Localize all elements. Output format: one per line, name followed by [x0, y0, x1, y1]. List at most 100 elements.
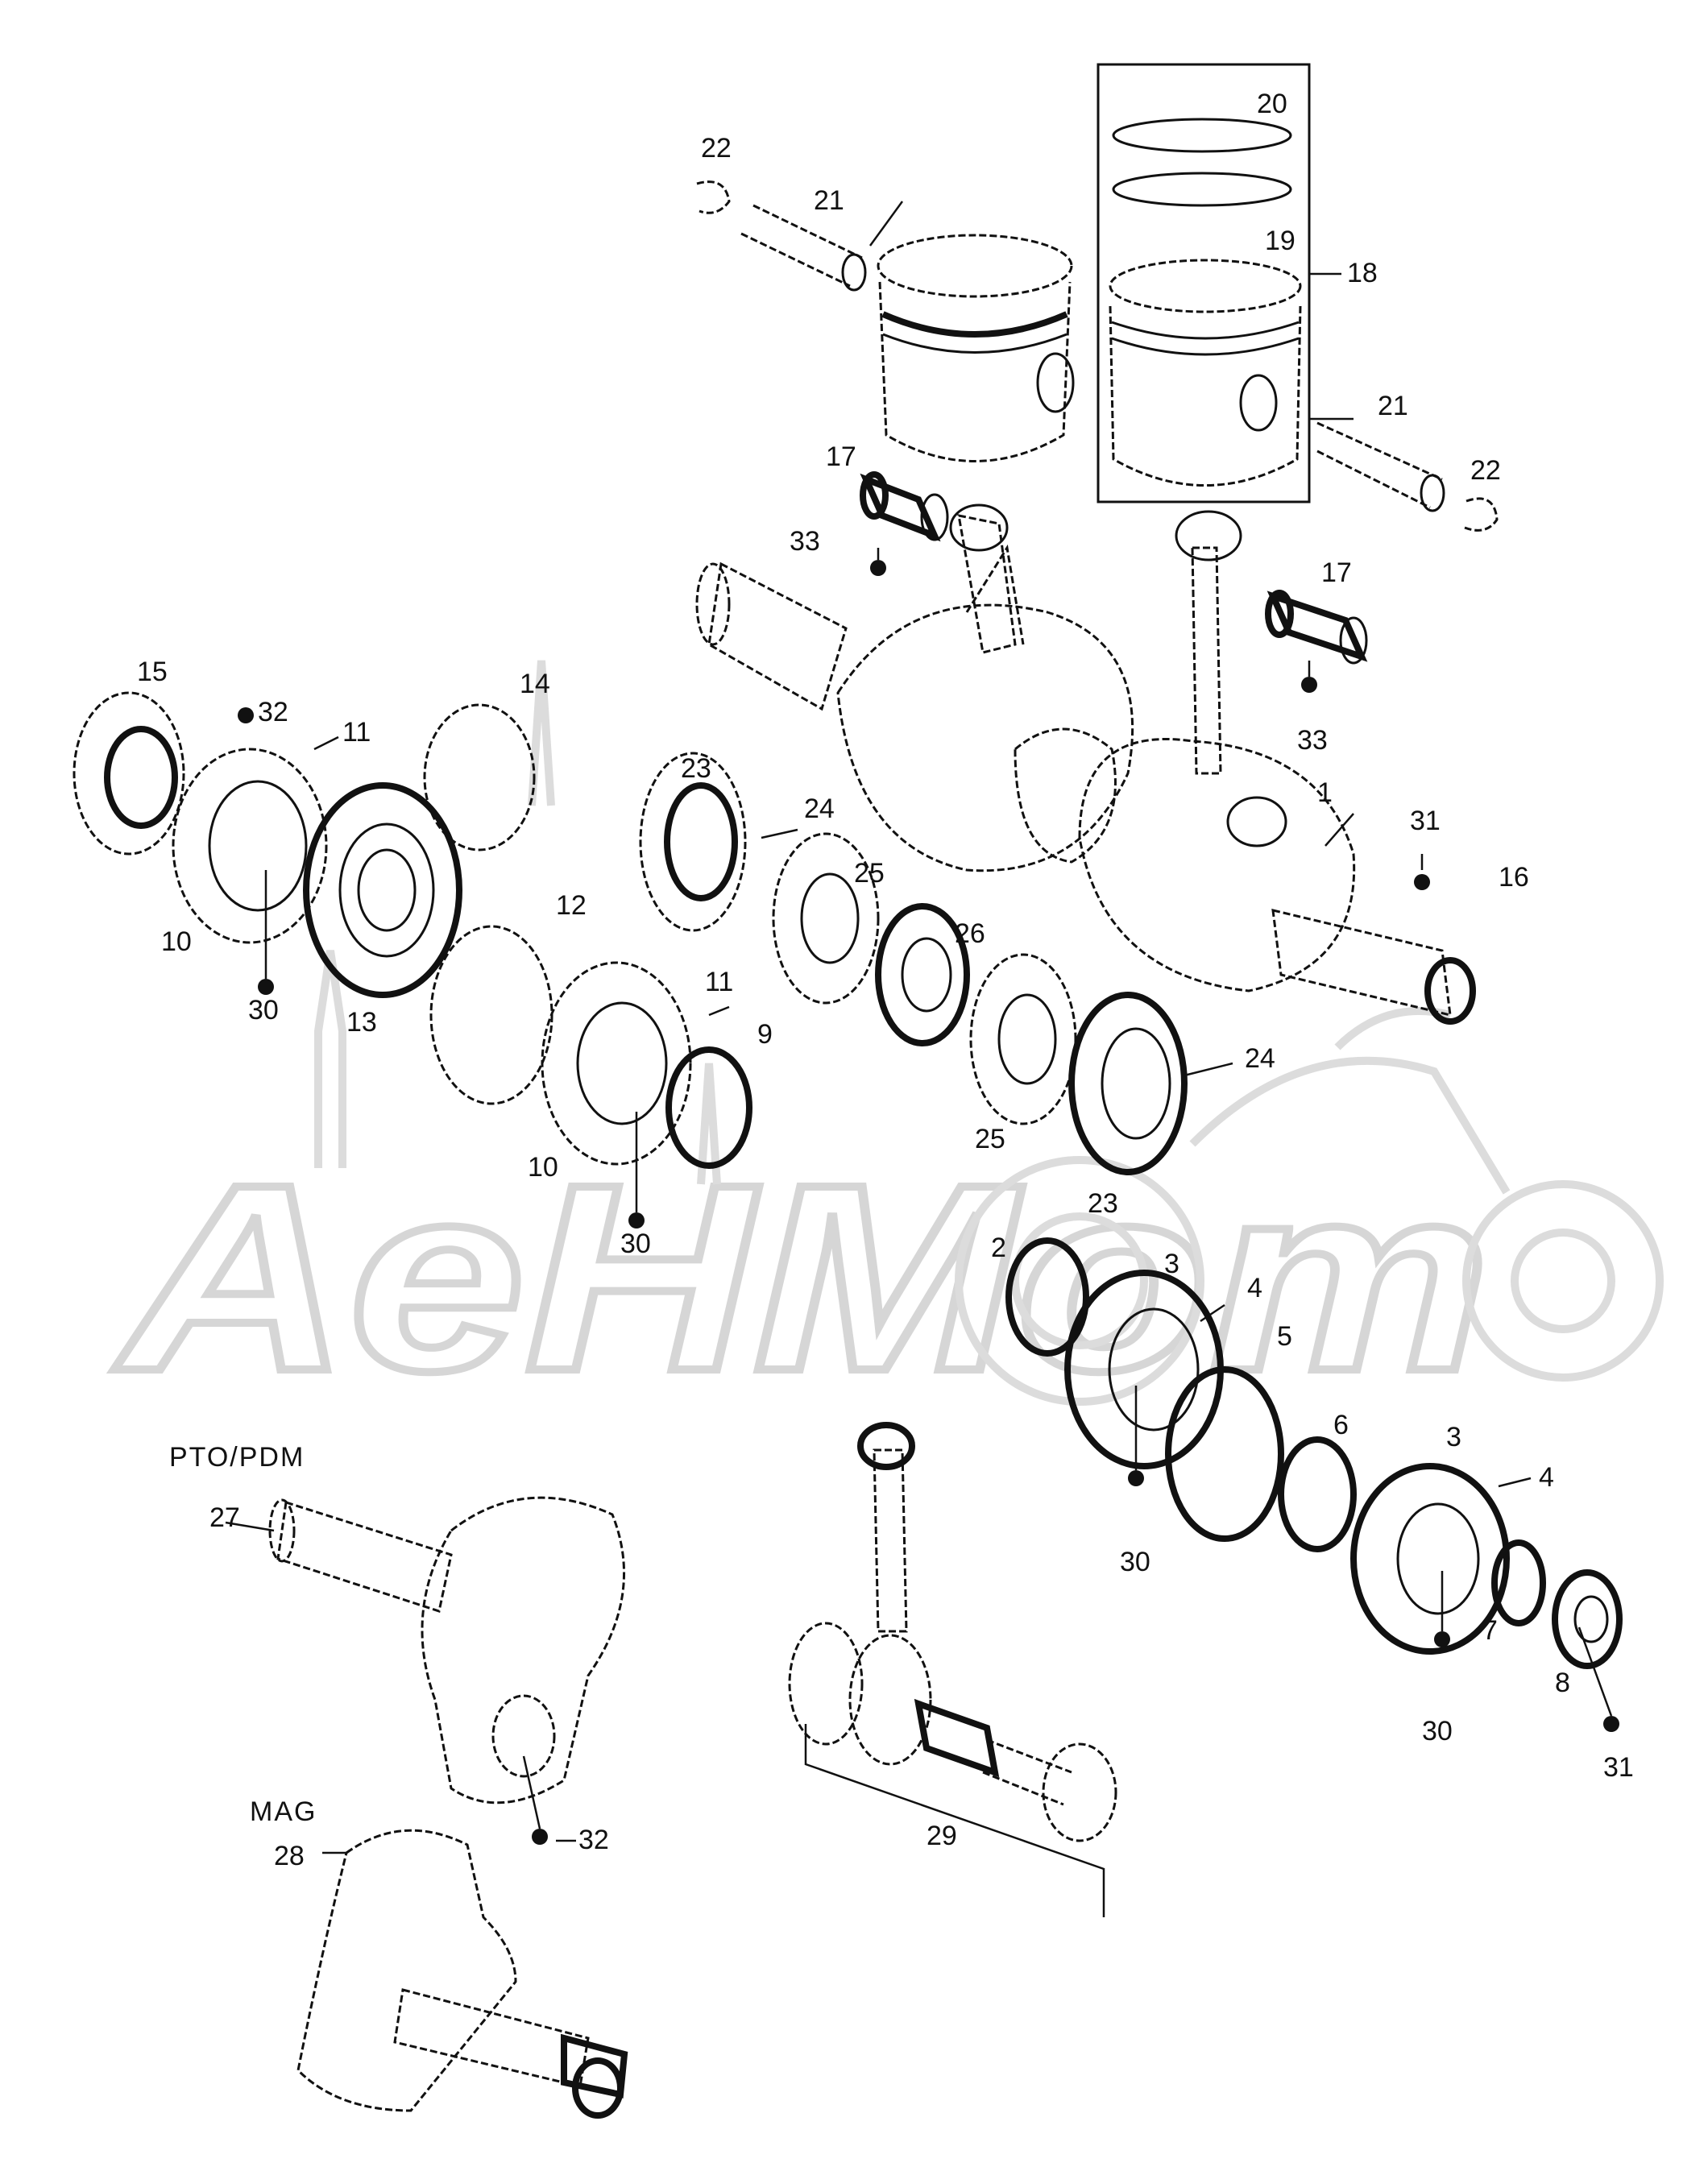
seal-6 [1278, 1436, 1357, 1552]
callout-20: 20 [1257, 89, 1287, 119]
piston-kit-box [1097, 63, 1311, 503]
needle-bearing-left [860, 471, 949, 542]
callout-8: 8 [1555, 1668, 1570, 1698]
nut-8 [1552, 1569, 1623, 1669]
piston-assembly-right [1097, 63, 1499, 532]
callout-18: 18 [1347, 258, 1378, 288]
callout-31-upper: 31 [1410, 806, 1441, 836]
piston-ring-upper [1112, 118, 1292, 153]
bearing-23-lower [1068, 992, 1188, 1175]
section-label-pto: PTO/PDM [169, 1442, 305, 1473]
callout-30-mid: 30 [620, 1229, 651, 1259]
mag-crank-half-28 [296, 1829, 628, 2119]
watermark-text: AeHMom [111, 1129, 1490, 1426]
callout-6: 6 [1333, 1410, 1349, 1440]
callout-13: 13 [346, 1007, 377, 1038]
callout-2: 2 [991, 1233, 1006, 1263]
fastener-dots [238, 560, 1619, 1845]
piston-ring-lower [1112, 172, 1292, 207]
callout-30-bottom: 30 [1422, 1716, 1453, 1746]
section-label-mag: MAG [250, 1796, 317, 1827]
callout-32-upper: 32 [258, 697, 288, 727]
callout-23-lower: 23 [1088, 1188, 1118, 1219]
callout-19: 19 [1265, 226, 1296, 256]
circlip-left [696, 180, 731, 214]
bearing-3-lower [1350, 1463, 1510, 1655]
callout-1: 1 [1317, 777, 1333, 808]
callout-14: 14 [520, 669, 550, 699]
seal-9 [665, 1046, 752, 1169]
callout-23-upper: 23 [681, 753, 711, 784]
crank-web-right [1078, 738, 1356, 992]
callout-30-upper: 30 [248, 995, 279, 1025]
needle-bearing-right [1265, 590, 1368, 665]
watermark-motorcycle-icon [955, 1007, 1664, 1406]
callout-3-lower: 3 [1446, 1422, 1461, 1452]
piston-top-left [877, 234, 1073, 298]
watermark: AeHMom [107, 660, 1664, 1430]
callout-22-right: 22 [1470, 455, 1501, 486]
callout-15: 15 [137, 657, 168, 687]
ring-25-upper [772, 832, 880, 1005]
ring-5 [1165, 1366, 1284, 1542]
callout-11-lower: 11 [705, 967, 733, 997]
callout-28: 28 [274, 1841, 305, 1871]
callout-30-lower: 30 [1120, 1547, 1150, 1577]
callout-27: 27 [209, 1502, 240, 1533]
callout-21-left: 21 [814, 185, 844, 216]
callout-24-upper: 24 [804, 793, 835, 824]
callout-4-upper: 4 [1247, 1273, 1262, 1303]
crank-web-left [836, 603, 1134, 872]
bearing-23-upper [639, 752, 747, 932]
callout-32-lower: 32 [578, 1825, 609, 1855]
callout-12: 12 [556, 890, 587, 921]
piston-assembly-left [696, 180, 1075, 462]
callout-10-lower: 10 [528, 1152, 558, 1183]
bearing-13 [303, 782, 462, 998]
callout-5: 5 [1277, 1321, 1292, 1352]
circlip-right [1464, 497, 1499, 532]
callout-29: 29 [927, 1821, 957, 1851]
callout-17-right: 17 [1321, 557, 1352, 588]
ring-12 [429, 925, 553, 1105]
bearing-10-lower [541, 961, 692, 1166]
callout-3-upper: 3 [1164, 1249, 1179, 1279]
callout-21-right: 21 [1378, 391, 1408, 421]
leader-lines [225, 201, 1613, 1854]
crankshaft-mag-end [1271, 909, 1452, 1017]
callouts: 20 19 18 21 22 22 21 17 33 17 33 1 31 16… [137, 89, 1634, 1871]
callout-16: 16 [1499, 862, 1529, 893]
connecting-rod-right [1191, 546, 1222, 775]
callout-22-left: 22 [701, 133, 732, 164]
ring-25-lower [969, 953, 1077, 1125]
callout-26: 26 [955, 918, 985, 949]
crankshaft-pto-end [707, 561, 848, 711]
gear-26 [875, 903, 970, 1046]
callout-33-right: 33 [1297, 725, 1328, 756]
callout-9: 9 [757, 1019, 773, 1050]
ring-14 [423, 703, 536, 851]
callout-25-lower: 25 [975, 1124, 1005, 1154]
callout-24-lower: 24 [1245, 1043, 1275, 1074]
piston-pin-hole-left [1036, 352, 1075, 413]
callout-11-upper: 11 [342, 717, 371, 748]
callout-10-upper: 10 [161, 926, 192, 957]
callout-7: 7 [1482, 1615, 1498, 1646]
piston-pin-right [1316, 421, 1443, 509]
pto-crank-half-27 [268, 1496, 625, 1804]
piston-pin-left [740, 204, 863, 288]
oil-seal-15 [73, 691, 185, 856]
watermark-tower-icon [314, 660, 721, 1185]
connecting-rod-left [957, 514, 1017, 654]
crank-center-bearing [1014, 727, 1117, 864]
callout-4-lower: 4 [1539, 1462, 1554, 1493]
callout-25-upper: 25 [854, 858, 885, 889]
callout-31-lower: 31 [1603, 1752, 1634, 1783]
piston-top-right [1109, 259, 1302, 313]
callout-33-left: 33 [790, 526, 820, 557]
callout-17-left: 17 [826, 441, 856, 472]
piston-pin-hole-right [1239, 374, 1278, 432]
seal-2 [1005, 1237, 1089, 1357]
connecting-rod-kit-29 [788, 1422, 1117, 1917]
